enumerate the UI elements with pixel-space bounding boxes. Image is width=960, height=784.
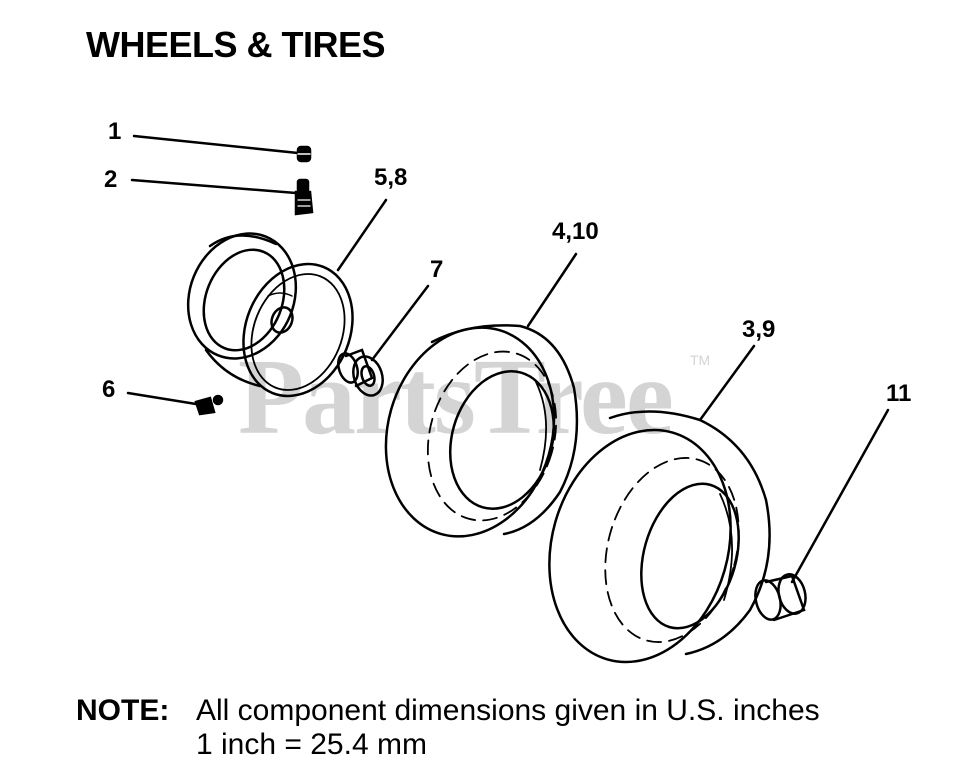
note-line-2: 1 inch = 25.4 mm — [196, 728, 427, 761]
callout-6: 6 — [102, 376, 116, 403]
dimension-note: NOTE: All component dimensions given in U… — [76, 694, 820, 761]
tire-rear-part — [548, 410, 771, 664]
bearing-part — [337, 348, 384, 397]
leader-line-2 — [130, 178, 298, 195]
callout-2: 2 — [104, 166, 118, 193]
callout-5-8: 5,8 — [374, 164, 408, 191]
watermark-logo: PartsTree — [238, 338, 674, 457]
leader-line-7 — [370, 284, 430, 362]
callout-4-10: 4,10 — [552, 218, 599, 245]
leader-line-5-8 — [336, 198, 388, 272]
valve-cap-part — [296, 145, 312, 163]
leader-line-6 — [126, 391, 198, 406]
leader-line-3-9 — [698, 344, 756, 422]
callout-7: 7 — [430, 256, 444, 283]
watermark-tm: TM — [690, 352, 711, 368]
callout-1: 1 — [108, 118, 122, 145]
leader-line-1 — [132, 134, 300, 155]
valve-stem-part — [294, 178, 314, 216]
note-line-1: All component dimensions given in U.S. i… — [196, 694, 820, 727]
tire-front-part — [384, 324, 579, 538]
leader-lines — [126, 134, 890, 584]
hub-cap-part — [754, 573, 807, 622]
note-label: NOTE: — [76, 694, 170, 727]
callout-3-9: 3,9 — [742, 316, 776, 343]
page-title: WHEELS & TIRES — [86, 24, 386, 65]
callout-11: 11 — [886, 380, 912, 407]
leader-line-4-10 — [526, 252, 578, 328]
grease-fitting-part — [194, 394, 224, 416]
leader-line-11 — [790, 408, 890, 584]
rim-part — [186, 232, 354, 398]
